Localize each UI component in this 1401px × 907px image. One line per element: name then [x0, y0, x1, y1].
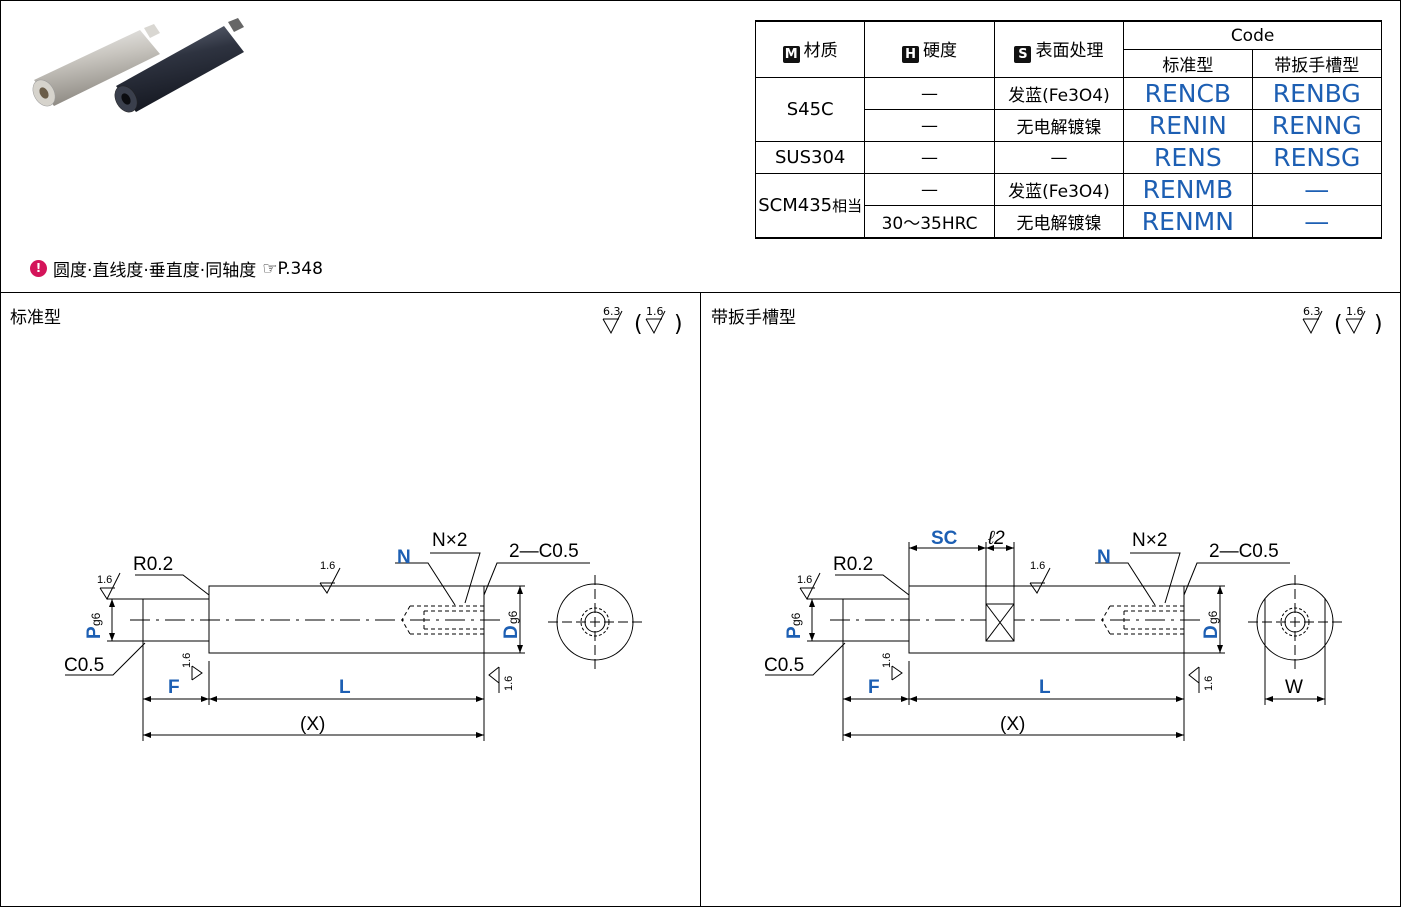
wrench-section-title: 带扳手槽型: [711, 308, 796, 328]
w-label: W: [1285, 677, 1303, 698]
code-standard-cell: RENMB: [1123, 173, 1253, 206]
header-code-wrench: 带扳手槽型: [1251, 49, 1383, 78]
d-label: D: [501, 625, 522, 639]
pointing-hand-icon: ☞: [262, 258, 278, 279]
code-wrench-cell: RENBG: [1251, 77, 1383, 110]
code-standard-cell: RENIN: [1123, 109, 1253, 142]
svg-text:1.6: 1.6: [1030, 560, 1045, 572]
surface-icon: S: [1014, 46, 1032, 63]
standard-section-title: 标准型: [10, 308, 61, 328]
product-photo: [32, 18, 244, 113]
l-label: L: [1039, 677, 1051, 698]
chamfer-label: 2—C0.5: [509, 541, 579, 562]
x-label: (X): [300, 714, 325, 735]
code-wrench-cell: —: [1251, 205, 1383, 239]
surface-cell: —: [993, 141, 1125, 174]
header-code-standard: 标准型: [1123, 49, 1253, 78]
surface-cell: 发蓝(Fe3O4): [993, 77, 1125, 110]
svg-text:1.6: 1.6: [1203, 676, 1215, 691]
table-row: S45C — 发蓝(Fe3O4) RENCB RENBG: [754, 77, 1383, 142]
svg-text:1.6: 1.6: [881, 653, 893, 668]
n-label: N: [397, 547, 411, 568]
svg-text:g6: g6: [1206, 610, 1220, 624]
svg-text:6.3: 6.3: [603, 305, 621, 318]
silver-pin: [32, 24, 160, 107]
material-cell: SUS304: [754, 141, 866, 174]
table-row: — 无电解镀镍 RENIN RENNG: [756, 109, 1383, 142]
note-text: 圆度·直线度·垂直度·同轴度: [53, 261, 257, 281]
roughness-symbol-wrench: 6.3 ( 1.6 ): [1302, 305, 1383, 337]
svg-text:1.6: 1.6: [181, 653, 193, 668]
black-pin: [114, 18, 244, 113]
table-row: SUS304 — — RENS RENSG: [754, 141, 1383, 174]
surface-cell: 发蓝(Fe3O4): [993, 173, 1125, 206]
x-label: (X): [1000, 714, 1025, 735]
surface-cell: 无电解镀镍: [993, 205, 1125, 239]
p-label: P: [84, 626, 105, 639]
n-count-label: N×2: [1132, 530, 1167, 551]
svg-text:1.6: 1.6: [320, 560, 335, 572]
svg-text:1.6: 1.6: [797, 574, 812, 586]
svg-text:): ): [674, 312, 683, 337]
f-label: F: [868, 677, 880, 698]
standard-drawing: 1.6 1.6 1.6 1.6 R0.2 C0.5 2—C0.5 N N×2 P…: [64, 530, 642, 741]
c-label: C0.5: [64, 655, 104, 676]
tolerance-note: ! 圆度·直线度·垂直度·同轴度 ☞ P.348: [30, 256, 323, 281]
n-label: N: [1097, 547, 1111, 568]
l2-label: ℓ2: [987, 528, 1005, 549]
svg-text:1.6: 1.6: [646, 305, 664, 318]
svg-text:g6: g6: [789, 612, 803, 626]
svg-text:g6: g6: [506, 610, 520, 624]
code-standard-cell: RENS: [1123, 141, 1253, 174]
c-label: C0.5: [764, 655, 804, 676]
hardness-cell: —: [864, 141, 995, 174]
hardness-cell: —: [864, 173, 995, 206]
chamfer-label: 2—C0.5: [1209, 541, 1279, 562]
note-page-ref[interactable]: P.348: [277, 258, 323, 279]
wrench-drawing: 1.6 1.6 1.6 1.6 SC ℓ2 R0.2 C0.5 2—C0.5 N…: [764, 528, 1342, 741]
d-label: D: [1201, 625, 1222, 639]
r-label: R0.2: [133, 554, 173, 575]
hardness-cell: —: [864, 109, 995, 142]
roughness-symbol-standard: 6.3 ( 1.6 ): [602, 305, 683, 337]
p-label: P: [784, 626, 805, 639]
warning-icon: !: [30, 260, 47, 277]
svg-text:6.3: 6.3: [1303, 305, 1321, 318]
code-wrench-cell: RENSG: [1251, 141, 1383, 174]
svg-text:g6: g6: [89, 612, 103, 626]
code-wrench-cell: —: [1251, 173, 1383, 206]
l-label: L: [339, 677, 351, 698]
surface-cell: 无电解镀镍: [993, 109, 1125, 142]
f-label: F: [168, 677, 180, 698]
svg-text:1.6: 1.6: [97, 574, 112, 586]
svg-text:1.6: 1.6: [503, 676, 515, 691]
table-row: SCM435相当 — 发蓝(Fe3O4) RENMB —: [754, 173, 1383, 239]
svg-text:1.6: 1.6: [1346, 305, 1364, 318]
header-code: Code: [1123, 20, 1382, 50]
material-cell: SCM435相当: [754, 173, 866, 239]
table-row: 30～35HRC 无电解镀镍 RENMN —: [756, 205, 1383, 239]
svg-text:(: (: [634, 312, 643, 337]
sc-label: SC: [931, 528, 958, 549]
material-cell: S45C: [754, 77, 866, 142]
hardness-icon: H: [902, 46, 920, 63]
code-standard-cell: RENCB: [1123, 77, 1253, 110]
svg-text:(: (: [1334, 312, 1343, 337]
hardness-cell: 30～35HRC: [864, 205, 995, 239]
r-label: R0.2: [833, 554, 873, 575]
hardness-cell: —: [864, 77, 995, 110]
code-wrench-cell: RENNG: [1251, 109, 1383, 142]
column-divider: [700, 292, 701, 907]
svg-text:): ): [1374, 312, 1383, 337]
n-count-label: N×2: [432, 530, 467, 551]
material-icon: M: [782, 46, 800, 63]
code-standard-cell: RENMN: [1123, 205, 1253, 239]
